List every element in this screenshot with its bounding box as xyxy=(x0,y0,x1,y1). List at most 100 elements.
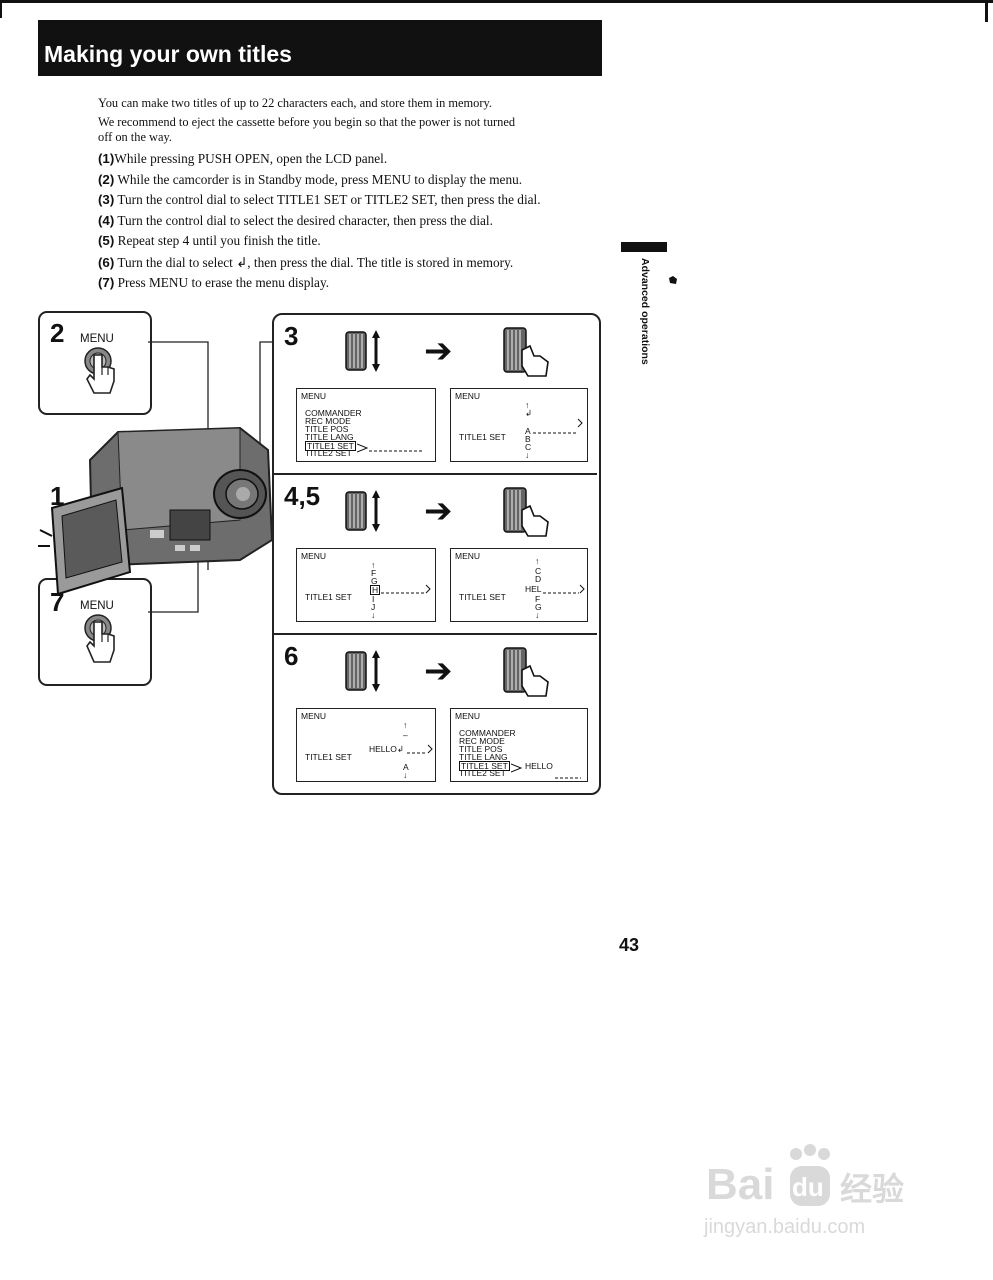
pointer-dashes xyxy=(407,743,435,757)
menu-item-title-pos: TITLE POS xyxy=(459,744,503,754)
char-space: – xyxy=(403,730,408,740)
control-dial-turn-icon xyxy=(344,326,388,376)
step-7: (7) Press MENU to erase the menu display… xyxy=(98,275,330,290)
callout-number-7: 7 xyxy=(50,587,65,617)
panel-number-3: 3 xyxy=(284,321,299,351)
baidu-watermark: Bai du 经验 jingyan.baidu.com xyxy=(700,1140,940,1250)
title-set-label: TITLE1 SET xyxy=(459,432,506,442)
right-edge-mark xyxy=(985,0,988,22)
control-dial-turn-icon xyxy=(344,646,388,696)
left-edge-mark xyxy=(0,0,2,18)
scroll-down-mark: ↓ xyxy=(403,770,408,780)
char-g: G xyxy=(535,602,542,612)
scroll-down-mark: ↓ xyxy=(525,450,530,460)
char-d: D xyxy=(535,574,542,584)
step-6: (6) Turn the dial to select ↲, then pres… xyxy=(98,255,514,270)
menu-item-rec-mode: REC MODE xyxy=(305,416,351,426)
control-dial-press-icon xyxy=(500,646,552,698)
screen-title: MENU xyxy=(455,711,481,721)
scroll-up-mark: ↑ xyxy=(535,556,540,566)
control-dial-press-icon xyxy=(500,326,552,378)
arrow-right-icon: ➔ xyxy=(424,331,453,371)
menu-item-rec-mode: REC MODE xyxy=(459,736,505,746)
intro-line-3: off on the way. xyxy=(98,130,172,144)
char-enter: ↲ xyxy=(525,408,533,418)
scroll-up-mark: ↑ xyxy=(525,400,530,410)
char-a: A xyxy=(525,426,531,436)
section-tab-label: Advanced operations xyxy=(639,258,651,365)
menu-screen-4b: MENU TITLE1 SET HEL ↑ C D F G ↓ xyxy=(450,548,588,622)
press-button-hand-icon xyxy=(82,345,122,405)
char-i: I xyxy=(372,594,375,604)
menu-screen-6a: MENU TITLE1 SET HELLO↲ ↑ – A ↓ xyxy=(296,708,436,782)
watermark-text-bai: Bai xyxy=(706,1160,775,1209)
section-tab-bar xyxy=(621,242,667,252)
panel-number-6: 6 xyxy=(284,641,299,671)
panel-divider xyxy=(274,633,597,635)
entered-title-text: HELLO↲ xyxy=(369,744,404,754)
char-g: G xyxy=(371,576,378,586)
arrow-right-icon: ➔ xyxy=(424,491,453,531)
screen-title: MENU xyxy=(301,551,327,561)
pointer-dashes xyxy=(543,583,587,597)
callout-number-2: 2 xyxy=(50,318,65,348)
arrow-right-icon: ➔ xyxy=(424,651,453,691)
entered-title-text: HEL xyxy=(525,584,542,594)
menu-item-title2-set: TITLE2 SET xyxy=(459,768,506,778)
paw-icon xyxy=(786,1144,834,1208)
procedure-figure-frame xyxy=(272,313,601,795)
title-blank-dashes xyxy=(555,767,583,779)
pointer-dashes xyxy=(356,440,427,453)
callout-step-7: 7 MENU xyxy=(38,578,152,686)
menu-button-label: MENU xyxy=(80,600,114,612)
step-3: (3) Turn the control dial to select TITL… xyxy=(98,192,541,207)
menu-item-title1-set-selected: TITLE1 SET xyxy=(305,441,356,451)
control-dial-press-icon xyxy=(500,486,552,538)
panel-divider xyxy=(274,473,597,475)
intro-line-2: We recommend to eject the cassette befor… xyxy=(98,115,516,129)
char-f: F xyxy=(535,594,541,604)
pointer-dashes xyxy=(531,417,585,437)
section-tab-icon xyxy=(668,272,678,284)
screen-title: MENU xyxy=(301,711,327,721)
watermark-text-jingyan: 经验 xyxy=(840,1170,905,1208)
menu-item-commander: COMMANDER xyxy=(459,728,516,738)
char-j: J xyxy=(371,602,376,612)
menu-screen-3b: MENU TITLE1 SET ↑ ↲ A B C ↓ xyxy=(450,388,588,462)
title-set-label: TITLE1 SET xyxy=(305,592,352,602)
stored-title-text: HELLO xyxy=(525,761,553,771)
char-c: C xyxy=(535,566,542,576)
menu-screen-4a: MENU TITLE1 SET ↑ F G H I J ↓ xyxy=(296,548,436,622)
scroll-up-mark: ↑ xyxy=(371,560,376,570)
step-1: (1)While pressing PUSH OPEN, open the LC… xyxy=(98,151,388,166)
pointer-arrow xyxy=(510,760,525,773)
char-h-selected: H xyxy=(370,585,381,595)
callout-step-2: 2 MENU xyxy=(38,311,152,415)
scroll-down-mark: ↓ xyxy=(371,610,376,620)
menu-screen-6b: MENU COMMANDER REC MODE TITLE POS TITLE … xyxy=(450,708,588,782)
char-c: C xyxy=(525,442,532,452)
scroll-down-mark: ↓ xyxy=(535,610,540,620)
menu-item-title-lang: TITLE LANG xyxy=(305,432,354,442)
panel-number-4-5: 4,5 xyxy=(284,481,321,511)
char-f: F xyxy=(371,568,377,578)
page-title: Making your own titles xyxy=(44,41,292,67)
step-2: (2) While the camcorder is in Standby mo… xyxy=(98,172,523,187)
watermark-text-du: du xyxy=(792,1172,824,1202)
control-dial-turn-icon xyxy=(344,486,388,536)
menu-item-title2-set: TITLE2 SET xyxy=(305,448,352,458)
scroll-up-mark: ↑ xyxy=(403,720,408,730)
pointer-dashes xyxy=(381,583,433,597)
menu-button-label: MENU xyxy=(80,333,114,345)
char-b: B xyxy=(525,434,531,444)
watermark-url: jingyan.baidu.com xyxy=(704,1216,866,1238)
press-button-hand-icon xyxy=(82,612,122,674)
menu-item-commander: COMMANDER xyxy=(305,408,362,418)
intro-line-1: You can make two titles of up to 22 char… xyxy=(98,96,492,110)
title-set-label: TITLE1 SET xyxy=(459,592,506,602)
screen-title: MENU xyxy=(455,391,481,401)
screen-title: MENU xyxy=(301,391,327,401)
camcorder-illustration xyxy=(30,340,280,670)
top-rule xyxy=(0,0,993,3)
menu-screen-3a: MENU COMMANDER REC MODE TITLE POS TITLE … xyxy=(296,388,436,462)
